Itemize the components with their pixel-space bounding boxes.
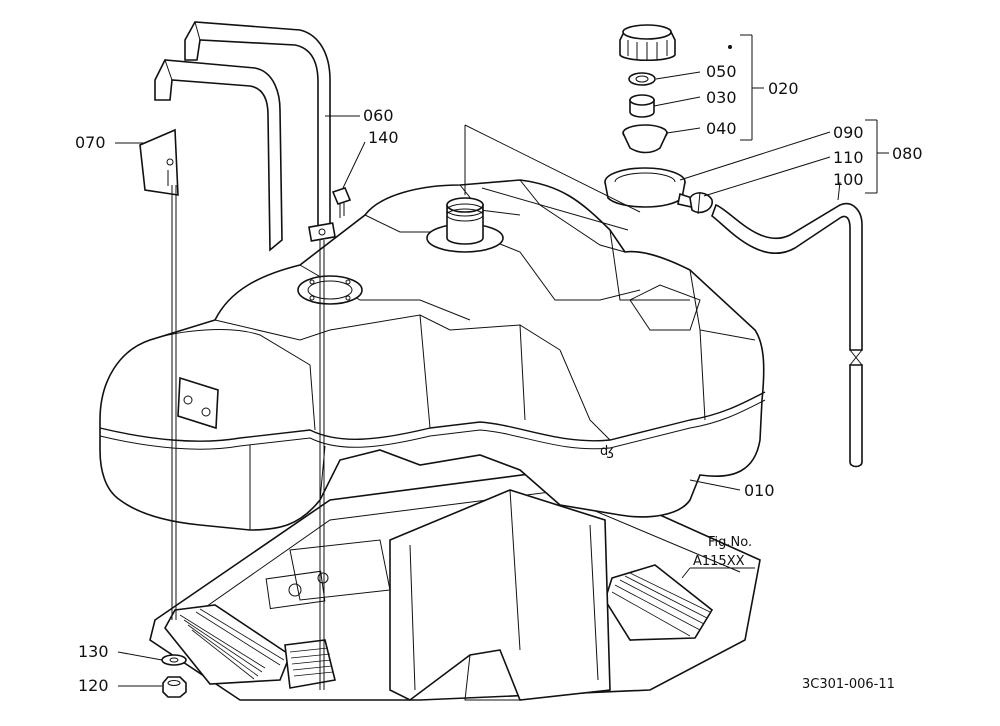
washer-130: [161, 654, 187, 666]
right-step-grate: [604, 564, 714, 641]
tank-strap-front: [139, 59, 283, 252]
callout-030: 030: [706, 88, 737, 107]
bracket-080: [865, 119, 889, 194]
hose-clamp-110: [689, 191, 713, 215]
breather-hose-100: [711, 203, 863, 468]
bracket-020: [728, 34, 764, 141]
tank-filler-neck: [426, 197, 504, 253]
fuel-cap: [619, 24, 676, 62]
long-bolt-right: [319, 240, 325, 690]
callout-040: 040: [706, 119, 737, 138]
insert-030: [629, 94, 655, 118]
callout-140: 140: [368, 128, 399, 147]
tank-strap-rear: [184, 21, 336, 242]
callout-070: 070: [75, 133, 106, 152]
long-bolt-left: [171, 185, 177, 620]
fig-no-label: Fig.No.: [708, 535, 752, 550]
dot-marker: [728, 45, 732, 49]
callout-080: 080: [892, 144, 923, 163]
callout-130: 130: [78, 642, 109, 661]
callout-010: 010: [744, 481, 775, 500]
gasket-050: [628, 72, 656, 86]
fuel-tank: ʤ: [99, 179, 766, 531]
drawing-code: 3C301-006-11: [802, 677, 895, 692]
callout-110: 110: [833, 148, 864, 167]
leader-lines: [115, 71, 841, 687]
filler-neck-090: [604, 167, 699, 209]
strainer-040: [622, 124, 668, 154]
fuel-sender-port: [297, 275, 363, 305]
callout-090: 090: [833, 123, 864, 142]
nut-120: [162, 676, 187, 698]
assembly-guide-lines: [464, 124, 641, 231]
callout-120: 120: [78, 676, 109, 695]
floor-plate: [149, 469, 761, 701]
fig-no-value: A115XX: [693, 554, 745, 569]
left-step-grate: [164, 604, 336, 689]
callout-060: 060: [363, 106, 394, 125]
callout-100: 100: [833, 170, 864, 189]
bolt-140: [331, 187, 352, 218]
center-tunnel: [389, 489, 611, 701]
callout-020: 020: [768, 79, 799, 98]
callout-050: 050: [706, 62, 737, 81]
svg-text:ʤ: ʤ: [600, 444, 614, 459]
tank-side-plate: [177, 376, 219, 430]
